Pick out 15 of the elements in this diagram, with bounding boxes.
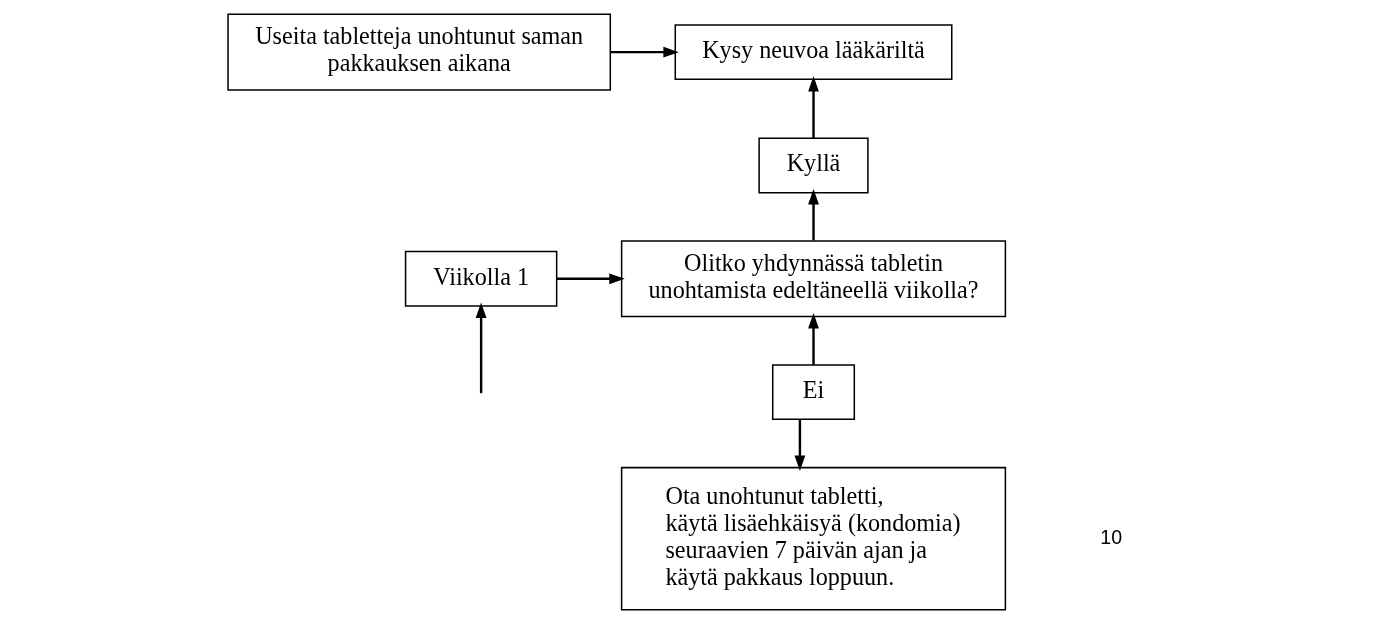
node-box: Ota unohtunut tabletti, käytä lisäehkäisyä (kondomia) seuraavien 7 päivän ajan ja käytä pakkaus loppuun. <box>620 466 1007 611</box>
arrow <box>808 76 819 138</box>
node-box: Useita tabletteja unohtunut saman pakkauksen aikana <box>227 13 612 91</box>
arrow <box>808 313 819 365</box>
arrow <box>808 189 819 241</box>
node-box: Viikolla 1 <box>404 250 558 307</box>
node-box: Kyllä <box>758 137 869 194</box>
arrow <box>794 419 806 471</box>
node-box: Ei <box>771 364 856 421</box>
arrow <box>610 46 679 58</box>
node-box: Kysy neuvoa lääkäriltä <box>674 24 953 81</box>
arrow <box>475 302 487 392</box>
arrow <box>556 273 625 285</box>
node-box: Olitko yhdynnässä tabletin unohtamista edeltäneellä viikolla? <box>620 240 1007 318</box>
label: 10 <box>1100 525 1123 548</box>
